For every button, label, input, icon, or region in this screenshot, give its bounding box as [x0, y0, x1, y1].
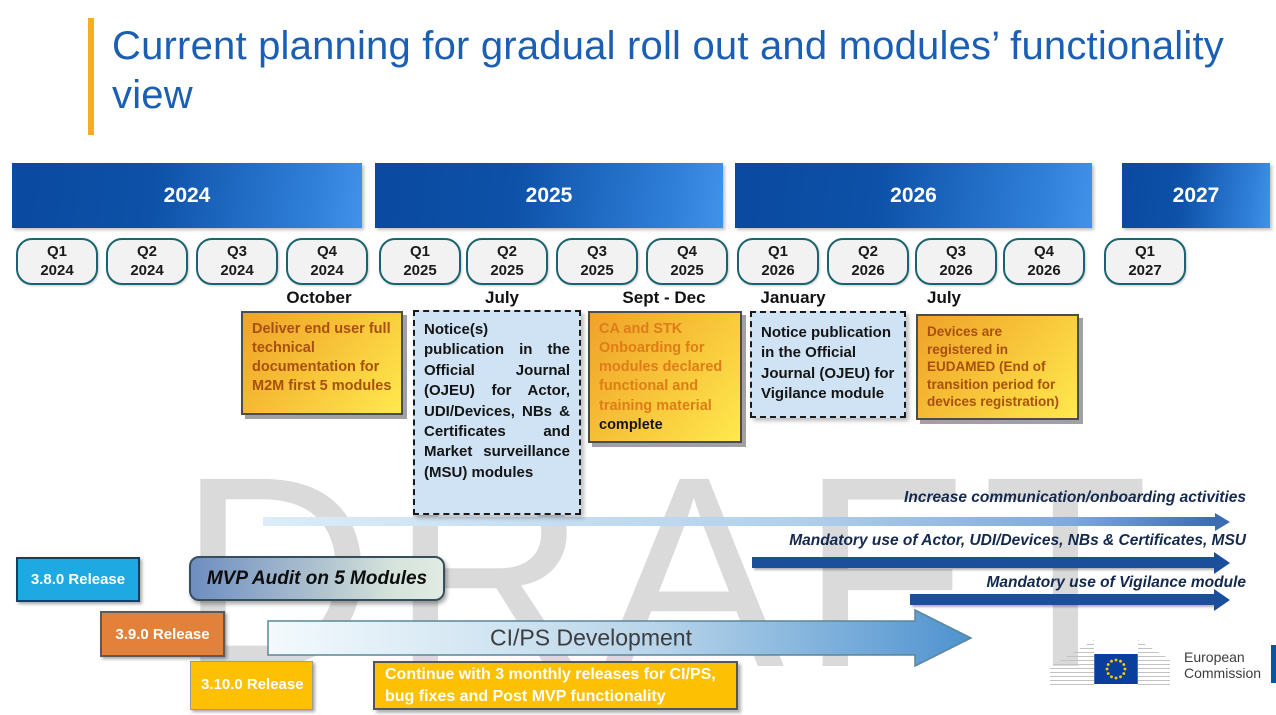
- continue-releases-note: Continue with 3 monthly releases for CI/…: [373, 661, 738, 710]
- cips-development-arrow: CI/PS Development: [267, 607, 973, 669]
- callout-text: CA and STK Onboarding for modules declar…: [599, 321, 723, 414]
- logo-lines-right-icon: [1138, 640, 1170, 686]
- quarter-label: Q2: [136, 242, 157, 260]
- quarter-year: 2025: [403, 261, 437, 279]
- month-label-july-2026: July: [926, 288, 962, 307]
- quarter-year: 2026: [761, 261, 795, 279]
- callout-ojeu-notice-modules: Notice(s) publication in the Official Jo…: [413, 310, 581, 515]
- quarter-year: 2024: [40, 261, 74, 279]
- quarter-label: Q3: [586, 242, 607, 260]
- quarter-label: Q1: [767, 242, 788, 260]
- quarter-label: Q3: [945, 242, 966, 260]
- quarter-label: Q2: [496, 242, 517, 260]
- month-label-sept-dec: Sept - Dec: [622, 288, 706, 307]
- year-bar-2025: 2025: [375, 163, 723, 228]
- quarter-year: 2025: [490, 261, 524, 279]
- year-bar-2026: 2026: [735, 163, 1092, 228]
- cips-development-label: CI/PS Development: [490, 624, 692, 651]
- label-increase-communication: Increase communication/onboarding activi…: [904, 489, 1246, 506]
- arrow-mandatory-vigilance: [910, 594, 1214, 605]
- label-mandatory-vigilance: Mandatory use of Vigilance module: [986, 574, 1246, 591]
- quarter-label: Q4: [676, 242, 697, 260]
- callout-ojeu-notice-vigilance: Notice publication in the Official Journ…: [750, 311, 906, 418]
- european-commission-logo: European Commission: [1050, 634, 1276, 686]
- quarter-year: 2024: [310, 261, 344, 279]
- page-title: Current planning for gradual roll out an…: [112, 24, 1224, 117]
- quarter-year: 2027: [1128, 261, 1162, 279]
- eu-flag-icon: [1094, 654, 1138, 684]
- release-380-box: 3.8.0 Release: [16, 557, 140, 602]
- release-3100-box: 3.10.0 Release: [190, 661, 313, 710]
- arrow-mandatory-modules: [752, 557, 1214, 568]
- year-bar-2024: 2024: [12, 163, 362, 228]
- quarter-year: 2026: [1027, 261, 1061, 279]
- quarter-label: Q1: [1134, 242, 1155, 260]
- quarter-year: 2026: [939, 261, 973, 279]
- label-mandatory-modules: Mandatory use of Actor, UDI/Devices, NBs…: [789, 532, 1246, 549]
- quarter-label: Q2: [857, 242, 878, 260]
- quarter-label: Q1: [46, 242, 67, 260]
- quarter-year: 2025: [670, 261, 704, 279]
- logo-lines-left-icon: [1050, 640, 1094, 686]
- month-label-january: January: [760, 288, 826, 307]
- title-accent-bar: [88, 18, 94, 135]
- arrow-increase-communication: [263, 517, 1215, 526]
- cips-arrow-shape: [267, 608, 973, 668]
- callout-m2m-documentation: Deliver end user full technical document…: [241, 311, 403, 415]
- quarter-year: 2026: [851, 261, 885, 279]
- month-label-october: October: [286, 288, 352, 307]
- quarter-label: Q3: [226, 242, 247, 260]
- callout-text-complete: complete: [599, 416, 663, 433]
- month-label-july-2025: July: [484, 288, 520, 307]
- quarter-year: 2024: [130, 261, 164, 279]
- year-bar-2027: 2027: [1122, 163, 1270, 228]
- quarter-label: Q1: [409, 242, 430, 260]
- logo-blue-bar: [1271, 645, 1276, 683]
- logo-text-line2: Commission: [1184, 665, 1262, 682]
- quarter-year: 2025: [580, 261, 614, 279]
- callout-ca-stk-onboarding: CA and STK Onboarding for modules declar…: [588, 311, 742, 443]
- logo-text: European Commission: [1184, 649, 1261, 682]
- mvp-audit-box: MVP Audit on 5 Modules: [189, 556, 445, 601]
- callout-devices-registered: Devices are registered in EUDAMED (End o…: [916, 314, 1079, 420]
- quarter-label: Q4: [316, 242, 337, 260]
- logo-text-line1: European: [1184, 648, 1245, 665]
- quarter-year: 2024: [220, 261, 254, 279]
- release-390-box: 3.9.0 Release: [100, 611, 225, 657]
- quarter-label: Q4: [1033, 242, 1054, 260]
